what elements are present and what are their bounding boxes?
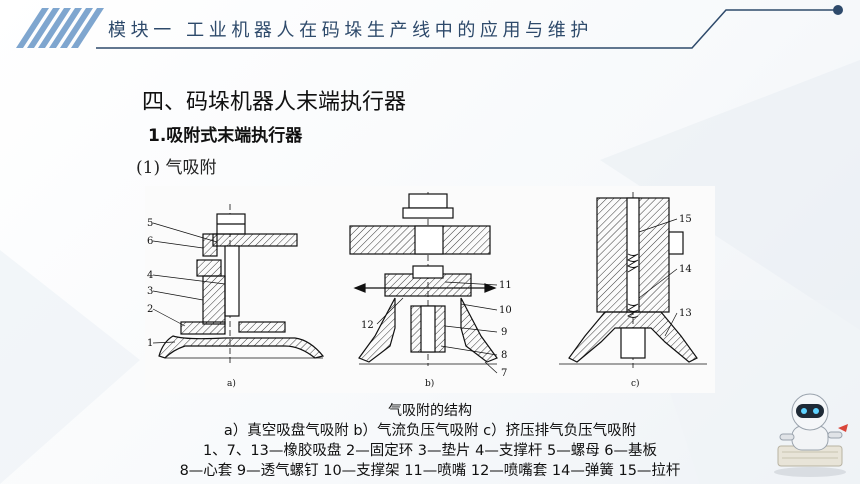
robot-mascot-icon: [774, 393, 848, 477]
panel-b-label: b): [425, 378, 434, 389]
svg-text:5: 5: [147, 218, 153, 229]
panel-c-label: c): [631, 378, 640, 389]
suction-structure-figure: 5 6 4 3 2 1 a): [145, 186, 715, 393]
svg-text:11: 11: [499, 280, 512, 291]
svg-text:9: 9: [501, 327, 507, 338]
header-title: 模块一 工业机器人在码垛生产线中的应用与维护: [108, 20, 593, 41]
svg-text:12: 12: [361, 320, 374, 331]
sub-sub-title: (1) 气吸附: [136, 158, 217, 178]
header-line: [96, 5, 843, 49]
svg-text:13: 13: [679, 308, 692, 319]
svg-text:1: 1: [147, 338, 153, 349]
figure-caption-line1: a）真空吸盘气吸附 b）气流负压气吸附 c）挤压排气负压气吸附: [223, 423, 637, 439]
svg-text:6: 6: [147, 236, 153, 247]
svg-text:14: 14: [679, 264, 692, 275]
panel-a-label: a): [227, 378, 236, 389]
figure-caption-line2: 1、7、13—橡胶吸盘 2—固定环 3—垫片 4—支撑杆 5—螺母 6—基板: [202, 443, 658, 459]
header-stripes-icon: [16, 8, 104, 48]
svg-text:4: 4: [147, 270, 153, 281]
figure-caption-line3: 8—心套 9—透气螺钉 10—支撑架 11—喷嘴 12—喷嘴套 14—弹簧 15…: [179, 463, 681, 479]
svg-text:8: 8: [501, 350, 507, 361]
diagram-a: [158, 204, 325, 366]
svg-text:7: 7: [501, 368, 507, 379]
svg-text:10: 10: [499, 305, 512, 316]
svg-text:2: 2: [147, 304, 153, 315]
sub-title: 1.吸附式末端执行器: [148, 126, 303, 146]
section-title: 四、码垛机器人末端执行器: [142, 90, 407, 115]
svg-text:15: 15: [679, 214, 692, 225]
diagram-b: [349, 192, 498, 366]
diagram-c: [559, 192, 707, 368]
svg-text:3: 3: [147, 286, 153, 297]
figure-caption-title: 气吸附的结构: [388, 403, 472, 419]
